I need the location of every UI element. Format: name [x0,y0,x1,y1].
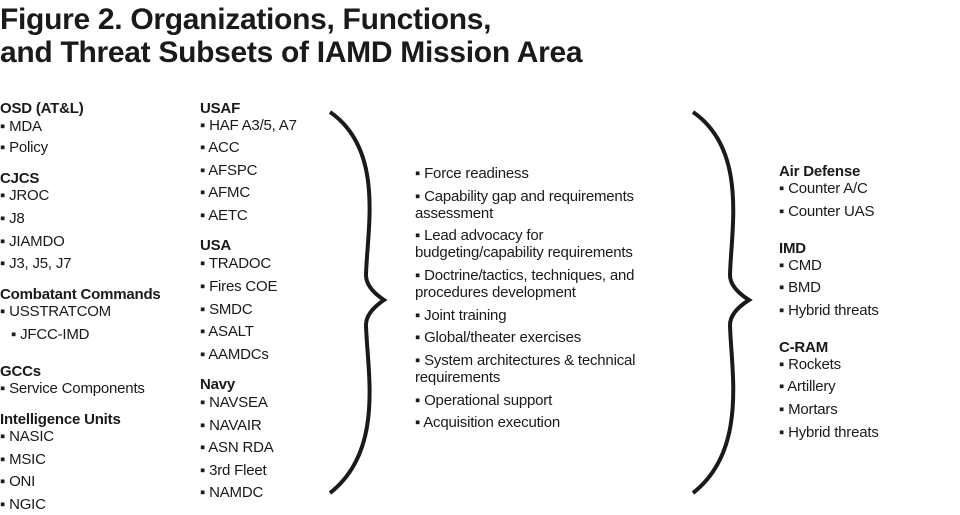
organization-item: ▪ NGIC [0,496,46,513]
function-item: ▪ Global/theater exercises [415,329,582,346]
threat-item: ▪ Hybrid threats [779,424,879,441]
threat-item: ▪ Rockets [779,356,841,373]
organization-item: ▪ MSIC [0,451,46,468]
organization-heading: CJCS [0,170,40,187]
organization-item: ▪ J3, J5, J7 [0,255,72,272]
service-organization-heading: Navy [200,376,236,393]
organization-item: ▪ JIAMDO [0,233,65,250]
function-item: requirements [415,369,501,386]
service-organization-item: ▪ AFSPC [200,162,258,179]
organization-item: ▪ USSTRATCOM [0,303,111,320]
threat-item: ▪ Mortars [779,401,838,418]
function-item: assessment [415,205,494,222]
service-organization-item: ▪ ASALT [200,323,254,340]
threat-item: ▪ Counter UAS [779,203,875,220]
organization-heading: Intelligence Units [0,411,121,428]
service-organization-item: ▪ Fires COE [200,278,278,295]
service-organization-item: ▪ NAVAIR [200,417,262,434]
organization-item: ▪ JFCC-IMD [11,326,90,343]
service-organization-item: ▪ 3rd Fleet [200,462,267,479]
service-organization-item: ▪ ACC [200,139,240,156]
service-organization-item: ▪ NAVSEA [200,394,268,411]
organization-item: ▪ NASIC [0,428,54,445]
left-brace-icon [328,110,388,495]
service-organization-item: ▪ AETC [200,207,248,224]
function-item: ▪ Operational support [415,392,553,409]
organization-item: ▪ MDA [0,118,42,135]
function-item: ▪ Joint training [415,307,507,324]
right-brace-icon [691,110,753,495]
organization-item: ▪ Service Components [0,380,145,397]
threat-item: ▪ CMD [779,257,822,274]
figure-title-line1: Figure 2. Organizations, Functions, [0,3,492,36]
threat-item: ▪ Counter A/C [779,180,868,197]
service-organization-item: ▪ AFMC [200,184,250,201]
figure-title-line2: and Threat Subsets of IAMD Mission Area [0,36,583,69]
service-organization-item: ▪ TRADOC [200,255,271,272]
threat-heading: C-RAM [779,339,828,356]
organization-item: ▪ ONI [0,473,36,490]
function-item: ▪ Capability gap and requirements [415,188,634,205]
threat-item: ▪ Artillery [779,378,836,395]
function-item: ▪ Acquisition execution [415,414,560,431]
threat-item: ▪ Hybrid threats [779,302,879,319]
service-organization-heading: USAF [200,100,241,117]
organization-heading: OSD (AT&L) [0,100,84,117]
threat-heading: IMD [779,240,806,257]
service-organization-item: ▪ HAF A3/5, A7 [200,117,297,134]
service-organization-item: ▪ SMDC [200,301,253,318]
organization-heading: Combatant Commands [0,286,161,303]
threat-item: ▪ BMD [779,279,821,296]
organization-item: ▪ J8 [0,210,25,227]
threat-heading: Air Defense [779,163,861,180]
organization-item: ▪ JROC [0,187,50,204]
organization-item: ▪ Policy [0,139,48,156]
function-item: ▪ Force readiness [415,165,529,182]
function-item: ▪ System architectures & technical [415,352,636,369]
service-organization-item: ▪ ASN RDA [200,439,274,456]
service-organization-item: ▪ AAMDCs [200,346,269,363]
function-item: budgeting/capability requirements [415,244,633,261]
organization-heading: GCCs [0,363,41,380]
function-item: procedures development [415,284,576,301]
service-organization-heading: USA [200,237,232,254]
function-item: ▪ Lead advocacy for [415,227,544,244]
service-organization-item: ▪ NAMDC [200,484,264,501]
function-item: ▪ Doctrine/tactics, techniques, and [415,267,635,284]
